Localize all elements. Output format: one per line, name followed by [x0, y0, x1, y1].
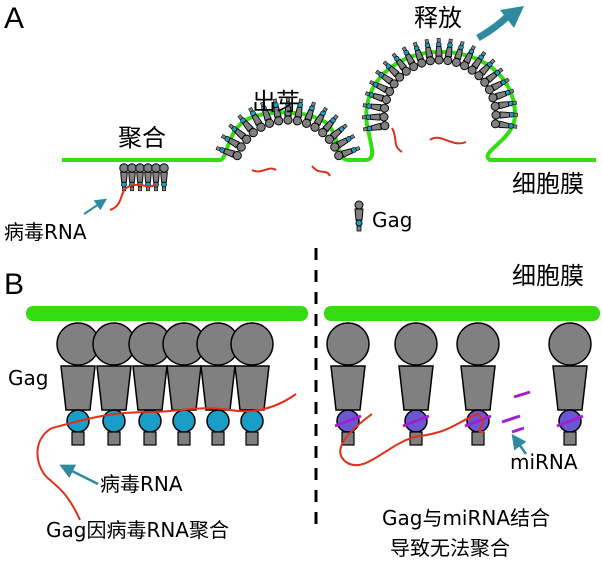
gag-protein-small — [237, 114, 258, 138]
viral-rna-right — [339, 412, 485, 467]
mirna-free-2 — [501, 414, 521, 424]
gag-protein-small — [484, 77, 510, 95]
gag-protein-small — [467, 51, 487, 75]
gag-protein-small — [391, 52, 411, 76]
gag-protein-small — [474, 58, 496, 81]
panel-a-letter: A — [4, 2, 25, 35]
mirna-free-3 — [511, 426, 525, 434]
mirna-bound — [556, 414, 584, 428]
gag-protein-small — [324, 123, 348, 144]
gag-protein-small — [159, 163, 169, 192]
gag-protein — [394, 322, 438, 446]
mirna-pointer — [511, 433, 528, 455]
gag-ring-budding — [215, 97, 361, 161]
viral-rna-pointer-b — [59, 464, 99, 486]
viral-rna-assembly — [109, 183, 157, 211]
gag-label-a: Gag — [372, 208, 413, 232]
gag-protein-small — [382, 60, 405, 82]
viral-rna-left — [36, 393, 297, 521]
gag-protein-small — [412, 41, 427, 68]
caption-right-line2: 导致无法聚合 — [390, 536, 510, 560]
gag-protein — [326, 322, 370, 446]
mirna-bound — [402, 414, 430, 428]
viral-rna-budding-2 — [311, 165, 331, 177]
viral-rna-label-a: 病毒RNA — [4, 220, 87, 244]
assembly-label: 聚合 — [118, 124, 166, 152]
viral-rna-pointer-a — [83, 198, 107, 215]
cell-membrane-b-right — [324, 306, 600, 321]
gag-protein-small — [310, 106, 328, 132]
gag-protein — [128, 322, 172, 446]
mirna-label: miRNA — [510, 450, 578, 474]
caption-right-line1: Gag与miRNA结合 — [382, 506, 551, 530]
gag-protein-small — [362, 112, 389, 122]
gag-protein-small — [260, 101, 275, 128]
gag-protein-small — [451, 40, 465, 67]
gag-row-left — [56, 322, 274, 446]
gag-protein — [162, 322, 206, 446]
gag-protein-small — [364, 91, 391, 105]
mirna-bound — [464, 414, 492, 428]
gag-protein — [56, 322, 100, 446]
gag-protein-small — [330, 134, 356, 152]
gag-protein-small — [334, 146, 361, 161]
gag-protein-small — [283, 97, 293, 125]
membrane-label-a: 细胞膜 — [512, 170, 584, 198]
gag-icon-legend — [354, 200, 364, 232]
gag-protein-small — [375, 69, 399, 89]
gag-protein — [92, 322, 136, 446]
gag-protein-small — [443, 38, 453, 66]
gag-protein-small — [292, 98, 304, 126]
viral-rna-label-b: 病毒RNA — [100, 472, 183, 496]
gag-protein — [548, 322, 592, 446]
gag-protein-small — [490, 100, 518, 111]
gag-protein-small — [460, 45, 476, 71]
mirna-free-1 — [513, 390, 531, 399]
viral-rna-budding — [251, 167, 277, 173]
gag-protein — [230, 322, 274, 446]
gag-protein-small — [215, 146, 242, 161]
budding-label: 出芽 — [252, 88, 300, 116]
release-arrow — [476, 11, 513, 42]
release-arrow-head — [500, 6, 524, 28]
gag-protein-small — [318, 114, 339, 138]
gag-protein-small — [488, 88, 515, 103]
gag-protein-small — [228, 123, 252, 144]
gag-protein-small — [272, 98, 284, 126]
gag-protein-small — [491, 110, 518, 120]
panel-b-letter: B — [4, 268, 25, 301]
viral-rna-release — [391, 127, 403, 153]
gag-protein-small — [248, 106, 266, 132]
gag-protein-small — [369, 80, 395, 96]
gag-protein-small — [220, 134, 246, 152]
gag-protein-small — [362, 121, 390, 132]
cell-membrane-b-left — [26, 306, 308, 321]
gag-row-right — [326, 322, 592, 446]
gag-protein-small — [135, 163, 145, 192]
gag-label-b: Gag — [8, 366, 49, 390]
viral-rna-release-2 — [429, 136, 467, 145]
gag-protein-small — [301, 101, 316, 128]
gag-protein-small — [480, 67, 504, 87]
mirna-bound — [334, 414, 362, 428]
release-label: 释放 — [414, 4, 462, 32]
gag-ring-release — [362, 38, 518, 132]
gag-protein-small — [362, 103, 390, 113]
membrane-label-b: 细胞膜 — [512, 262, 584, 290]
caption-left: Gag因病毒RNA聚合 — [46, 518, 229, 542]
gag-protein-small — [434, 38, 444, 65]
gag-protein-small — [401, 46, 419, 72]
gag-protein — [456, 322, 500, 446]
gag-protein-small — [151, 163, 161, 192]
gag-protein-small — [490, 119, 518, 129]
gag-protein — [196, 322, 240, 446]
gag-protein-small — [424, 38, 435, 66]
